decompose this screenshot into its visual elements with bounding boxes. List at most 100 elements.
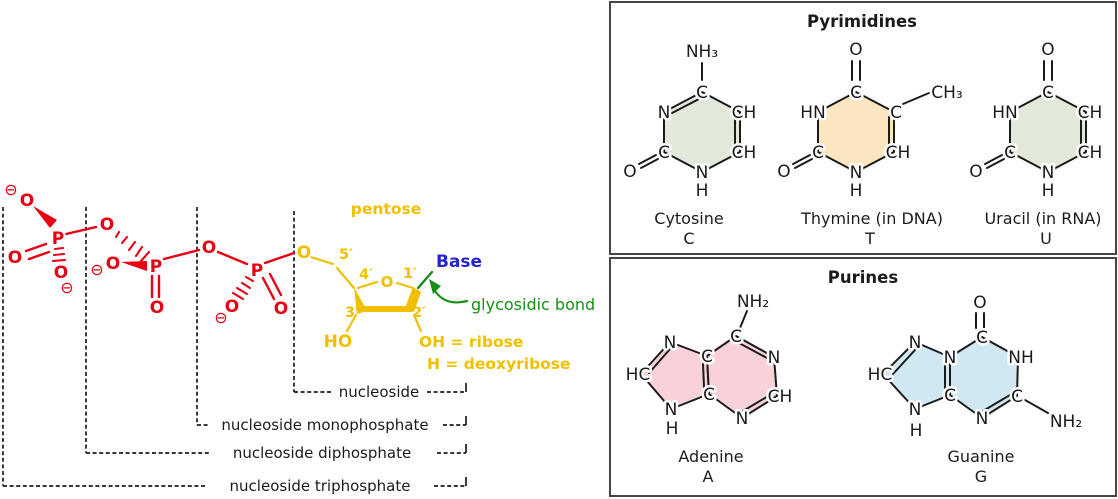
purines-panel: Purines NH₂ C N CH N C C N HC N H Adenin… [609,257,1117,497]
molecule-letter: A [703,467,714,486]
atom-label: CH [1078,103,1103,123]
oxygen-atom: O [969,162,982,182]
oxygen-atom: O [297,243,311,263]
phosphorus-atom: P [150,257,162,277]
bracket-label-nucleoside: nucleoside [339,383,420,401]
bracket-label-triphosphate: nucleoside triphosphate [230,477,411,495]
atom-label: N [1042,163,1055,183]
phosphate-group-3: P O ⊖ O [214,250,296,327]
h-deoxyribose-label: H = deoxyribose [427,355,571,373]
thymine-ring [817,91,895,173]
atom-label: NH [1008,348,1034,368]
atom-label: N [850,163,863,183]
atom-label: HC [868,365,893,385]
adenine-five-ring [640,341,710,410]
ring-oxygen-atom: O [381,273,394,291]
atom-label: C [812,143,824,163]
glycosidic-arrowhead [429,279,441,294]
carbon-4-prime-label: 4′ [359,267,373,283]
atom-label: C [701,347,713,367]
oxygen-atom: O [150,298,164,318]
bridging-oxygen-atom: O [202,238,216,258]
oxygen-atom: O [274,299,288,319]
oxygen-atom: O [1041,40,1054,60]
molecule-name: Guanine [948,447,1015,466]
negative-charge: ⊖ [4,180,17,199]
negative-charge: ⊖ [60,278,73,297]
bridging-oxygen-atom: O [100,215,114,235]
carbon-2-prime-label: 2′ [412,305,426,321]
atom-label: C [1011,387,1023,407]
ring-wedge-bond [405,287,421,312]
atom-label: H [666,419,679,439]
molecule-name: Cytosine [654,209,723,228]
thymine-structure: O C HN C CH₃ CH N H C O Thymine (in DNA)… [775,38,965,249]
atom-label: C [1004,143,1016,163]
oxygen-atom: O [106,254,120,274]
atom-label: H [850,181,863,201]
purines-title: Purines [828,268,899,287]
adenine-six-ring [706,335,778,419]
molecule-letter: G [975,467,987,486]
oxygen-atom: O [777,162,790,182]
atom-label: N [909,400,922,420]
atom-label: C [658,143,670,163]
phosphate-group-1: ⊖ O P O O ⊖ O [4,180,116,297]
cytosine-structure: NH₃ C N CH CH N H C O Cytosine C [621,40,759,249]
atom-label: C [890,103,902,123]
atom-label: H [910,421,923,441]
molecule-name: Uracil (in RNA) [984,209,1101,228]
molecule-letter: U [1040,229,1052,248]
bracket-nucleoside-diphosphate: nucleoside diphosphate [85,207,467,462]
atom-label: C [1042,83,1054,103]
cytosine-ring [663,91,741,173]
atom-label: CH [732,143,757,163]
guanine-structure: O C NH C NH₂ N C N N HC N H Guanine G [865,291,1084,487]
bracket-label-monophosphate: nucleoside monophosphate [221,416,428,434]
oxygen-atom: O [20,191,34,211]
atom-label: C [944,386,956,406]
atom-label: C [850,83,862,103]
atom-label: C [703,385,715,405]
glycosidic-bond-label: glycosidic bond [471,295,595,314]
carbon-1-prime-label: 1′ [403,266,417,282]
atom-label: H [1042,181,1055,201]
atom-label: HN [800,103,826,123]
molecule-letter: C [683,229,694,248]
phosphate-group-2: ⊖ O P O O [90,230,218,320]
atom-label: C [696,83,708,103]
phosphorus-atom: P [251,261,263,281]
oxygen-atom: O [8,248,22,268]
amine-group-label: NH₃ [686,42,718,62]
pyrimidines-title: Pyrimidines [807,12,917,31]
wedge-bond [121,261,147,271]
uracil-structure: O C HN CH CH N H C O Uracil (in RNA) U [967,38,1105,249]
glycosidic-bond-line [416,270,434,290]
bracket-nucleoside: nucleoside [293,211,467,401]
wedge-bond [33,206,57,228]
molecule-name: Thymine (in DNA) [800,209,943,228]
atom-label: N [665,400,678,420]
atom-label: N [768,348,781,368]
atom-label: H [696,181,709,201]
glycosidic-arrow [431,286,469,304]
hydroxyl-label: HO [324,332,353,352]
molecule-name: Adenine [678,447,743,466]
atom-label: CH [1078,143,1103,163]
atom-label: CH [732,103,757,123]
molecule-letter: T [864,229,875,248]
atom-label: N [976,409,989,429]
uracil-ring [1009,91,1087,173]
atom-label: N [696,163,709,183]
bracket-label-diphosphate: nucleoside diphosphate [233,444,411,462]
atom-label: N [909,333,922,353]
bracket-nucleoside-triphosphate: nucleoside triphosphate [2,207,467,495]
phosphorus-atom: P [52,229,64,249]
negative-charge: ⊖ [214,308,227,327]
oxygen-atom: O [54,263,68,283]
pentose-label: pentose [351,200,421,218]
pentose-sugar: O 5′ 4′ O 1′ 3′ 2′ HO OH = ribose H = de… [295,200,571,373]
atom-label: CH [768,387,793,407]
guanine-six-ring [949,336,1019,419]
